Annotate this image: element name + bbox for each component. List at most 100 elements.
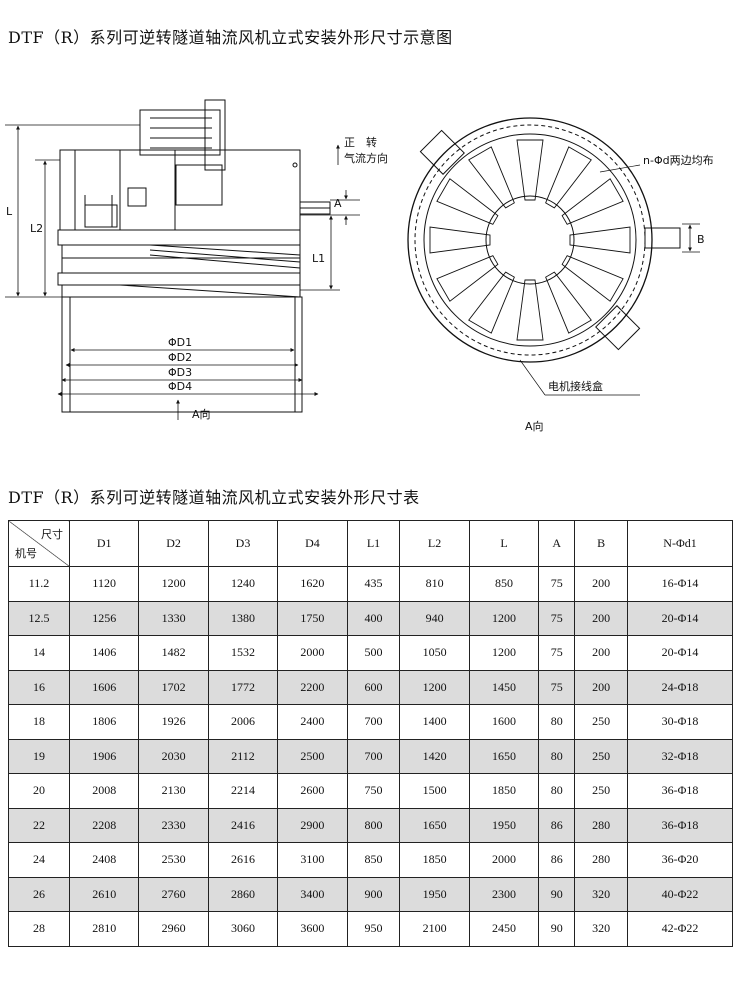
label-a-direction-right: A向 (525, 419, 544, 433)
drawing-title: DTF（R）系列可逆转隧道轴流风机立式安装外形尺寸示意图 (8, 28, 453, 47)
label-D2: ΦD2 (168, 351, 192, 364)
model-number-cell: 12.5 (8, 600, 70, 636)
table-cell: 2200 (277, 669, 348, 705)
table-cell: 1050 (399, 635, 470, 671)
model-number-cell: 11.2 (8, 566, 70, 602)
model-number-cell: 20 (8, 773, 70, 809)
table-cell: 1200 (399, 669, 470, 705)
table-cell: 2030 (138, 738, 209, 774)
table-cell: 200 (574, 566, 629, 602)
model-number-cell: 22 (8, 807, 70, 843)
label-L2: L2 (30, 222, 43, 235)
table-cell: 1380 (207, 600, 279, 636)
column-header: B (574, 520, 629, 567)
label-D3: ΦD3 (168, 366, 192, 379)
table-cell: 86 (538, 807, 576, 843)
table-cell: 1950 (399, 876, 470, 912)
table-cell: 2450 (468, 911, 540, 947)
table-cell: 1330 (138, 600, 209, 636)
model-number-cell: 28 (8, 911, 70, 947)
model-number-cell: 24 (8, 842, 70, 878)
table-cell: 80 (538, 738, 576, 774)
table-cell: 80 (538, 773, 576, 809)
table-cell: 850 (468, 566, 540, 602)
header-corner-cell: 尺寸 机号 (8, 520, 70, 567)
table-cell: 2300 (468, 876, 540, 912)
table-cell: 2000 (468, 842, 540, 878)
table-cell: 1620 (277, 566, 348, 602)
table-cell: 2500 (277, 738, 348, 774)
table-cell: 2100 (399, 911, 470, 947)
table-cell: 16-Φ14 (627, 566, 733, 602)
table-cell: 2112 (207, 738, 279, 774)
table-cell: 1200 (138, 566, 209, 602)
table-cell: 1850 (399, 842, 470, 878)
table-cell: 400 (346, 600, 401, 636)
table-cell: 900 (346, 876, 401, 912)
column-header: D3 (207, 520, 279, 567)
model-number-cell: 26 (8, 876, 70, 912)
table-cell: 1850 (468, 773, 540, 809)
table-cell: 36-Φ20 (627, 842, 733, 878)
table-cell: 36-Φ18 (627, 807, 733, 843)
table-cell: 3600 (277, 911, 348, 947)
table-cell: 1950 (468, 807, 540, 843)
table-cell: 2214 (207, 773, 279, 809)
table-cell: 1650 (468, 738, 540, 774)
table-cell: 75 (538, 669, 576, 705)
table-cell: 1200 (468, 600, 540, 636)
table-cell: 1806 (68, 704, 140, 740)
label-rotation: 正 转 (344, 135, 377, 149)
model-number-cell: 14 (8, 635, 70, 671)
table-cell: 1600 (468, 704, 540, 740)
table-cell: 90 (538, 876, 576, 912)
side-view-labels: L L2 L1 A 正 转 气流方向 ΦD1 ΦD2 ΦD3 ΦD4 A向 (6, 135, 388, 421)
table-cell: 1406 (68, 635, 140, 671)
table-header-row: 尺寸 机号 D1 D2 D3 D4 L1 L2 L A B N-Φd1 (8, 520, 733, 567)
table-cell: 2530 (138, 842, 209, 878)
table-cell: 2760 (138, 876, 209, 912)
table-cell: 280 (574, 842, 629, 878)
table-cell: 32-Φ18 (627, 738, 733, 774)
model-number-cell: 19 (8, 738, 70, 774)
front-view (407, 117, 700, 396)
fan-installation-drawing: L L2 L1 A 正 转 气流方向 ΦD1 ΦD2 ΦD3 ΦD4 A向 (5, 99, 714, 433)
table-cell: 940 (399, 600, 470, 636)
label-A: A (334, 197, 342, 210)
table-cell: 2860 (207, 876, 279, 912)
table-cell: 1200 (468, 635, 540, 671)
column-header: D1 (68, 520, 140, 567)
corner-model-label: 机号 (15, 548, 37, 560)
table-cell: 1400 (399, 704, 470, 740)
column-header: D4 (277, 520, 348, 567)
label-a-direction-left: A向 (192, 407, 211, 421)
table-cell: 950 (346, 911, 401, 947)
table-cell: 800 (346, 807, 401, 843)
front-view-labels: n-Φd两边均布 B 电机接线盒 A向 (525, 154, 714, 433)
table-cell: 1500 (399, 773, 470, 809)
table-cell: 2600 (277, 773, 348, 809)
table-cell: 90 (538, 911, 576, 947)
label-L1: L1 (312, 252, 325, 265)
table-cell: 1532 (207, 635, 279, 671)
table-cell: 2330 (138, 807, 209, 843)
table-cell: 2008 (68, 773, 140, 809)
table-cell: 600 (346, 669, 401, 705)
table-cell: 86 (538, 842, 576, 878)
table-cell: 2900 (277, 807, 348, 843)
dimension-table: 尺寸 机号 D1 D2 D3 D4 L1 L2 L A B N-Φd1 11.2… (8, 520, 733, 947)
table-cell: 40-Φ22 (627, 876, 733, 912)
column-header: L2 (399, 520, 470, 567)
table-cell: 75 (538, 600, 576, 636)
table-cell: 200 (574, 600, 629, 636)
label-D4: ΦD4 (168, 380, 192, 393)
table-cell: 3100 (277, 842, 348, 878)
table-cell: 320 (574, 876, 629, 912)
table-cell: 200 (574, 635, 629, 671)
